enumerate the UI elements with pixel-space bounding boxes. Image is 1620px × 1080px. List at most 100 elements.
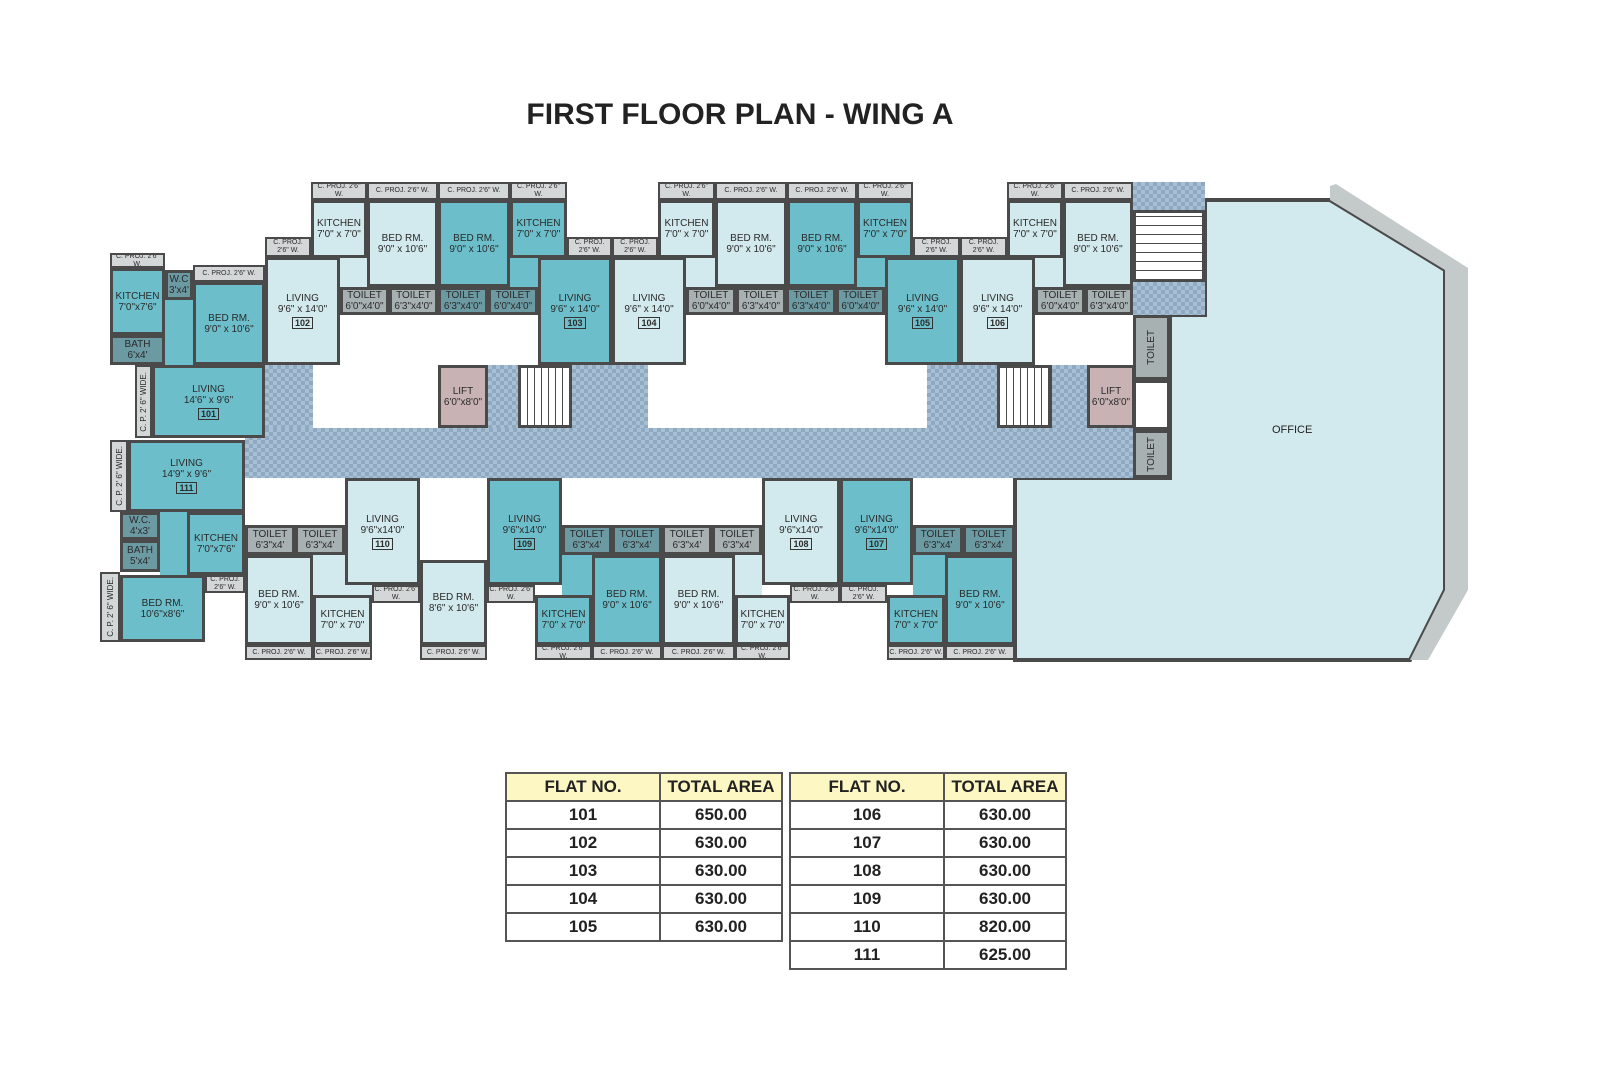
total-area: 820.00 [943,912,1067,942]
room-label: C. PROJ. 2'6" W. [1071,187,1125,194]
room-label: TOILET [347,290,382,301]
flat-no: 110 [789,912,945,942]
room-label: TOILET [569,529,605,540]
room-label: BED RM. [141,597,184,609]
passage [686,258,715,287]
room-label: C. PROJ. 2'6" W. [600,648,654,656]
room-size: 9'6" x 14'0" [897,304,948,315]
common-corridor [488,365,518,428]
plan-title: FIRST FLOOR PLAN - WING A [526,98,954,131]
room-label: TOILET [495,290,531,301]
room-label: BED RM. [959,589,1001,600]
room-label: C. PROJ. 2'6" W. [968,239,999,254]
room-bed-rm: BED RM.9'0" x 10'6" [945,555,1015,645]
room-c-proj-2-6-w: C. PROJ. 2'6" W. [245,645,313,660]
room-w-c: W.C.4'x3' [120,512,160,540]
flat-no: 108 [789,856,945,886]
room-label: C. PROJ. 2'6" W. [541,645,586,660]
flat-no: 101 [505,800,661,830]
room-size: 9'6" x 14'0" [624,304,674,315]
common-corridor [572,365,648,428]
room-size: 6'x4' [127,350,148,361]
passage [562,555,592,595]
room-label: BATH [127,545,153,556]
common-corridor [1133,282,1205,315]
flat-number-tag: 106 [986,317,1009,329]
flat-no: 111 [789,940,945,970]
room-label: C. PROJ. 2'6" W. [1013,183,1057,198]
room-size: 8'6" x 10'6" [428,602,479,614]
room-c-proj-2-6-w: C. PROJ. 2'6" W. [265,237,311,257]
room-c-proj-2-6-w: C. PROJ. 2'6" W. [913,237,960,257]
room-label: TOILET [719,529,755,540]
room-label: BED RM. [606,589,648,600]
room-c-proj-2-6-w: C. PROJ. 2'6" W. [787,182,857,200]
common-corridor [245,428,1135,478]
room-size: 6'3"x4' [622,540,652,551]
room-label: LIFT [1100,385,1122,397]
room-label: TOILET [445,290,481,301]
room-bed-rm: BED RM.8'6" x 10'6" [420,560,487,645]
room-size: 6'3"x4'0" [741,301,781,312]
room-size: 6'0"x8'0" [443,396,483,408]
flat-number-tag: 111 [176,482,197,494]
room-label: BED RM. [1077,232,1119,244]
room-size: 14'9" x 9'6" [161,469,212,480]
staircase [518,365,572,428]
room-bed-rm: BED RM.9'0" x 10'6" [245,555,313,645]
room-size: 9'0" x 10'6" [673,600,724,611]
room-label: BED RM. [677,589,720,600]
room-toilet: TOILET [1133,315,1170,380]
room-label: KITCHEN [1013,218,1057,229]
common-corridor [265,365,313,428]
room-c-p-2-6-wide: C. P. 2' 6" WIDE. [110,440,128,512]
room-label: TOILET [252,529,288,540]
room-size: 9'0" x 10'6" [449,243,499,255]
room-label: C. PROJ. 2'6" W. [795,187,849,194]
room-c-proj-2-6-w: C. PROJ. 2'6" W. [592,645,662,660]
room-c-proj-2-6-w: C. PROJ. 2'6" W. [857,182,913,200]
room-c-proj-2-6-w: C. PROJ. 2'6" W. [612,237,658,257]
flat-no: 106 [789,800,945,830]
room-size: 6'0"x4'0" [691,301,731,312]
room-c-p-2-6-wide: C. P. 2' 6" WIDE. [100,572,120,642]
room-size: 9'6" x 14'0" [277,304,328,315]
room-label: LIVING [286,293,319,304]
room-label: C. PROJ. 2'6" W. [489,586,533,601]
room-label: C. PROJ. 2'6" W. [574,239,605,254]
flat-no: 107 [789,828,945,858]
flat-number-tag: 104 [638,317,660,329]
staircase [997,365,1052,428]
room-c-proj-2-6-w: C. PROJ. 2'6" W. [945,645,1015,660]
passage [340,258,367,287]
header-flat-no: FLAT NO. [789,772,945,802]
room-label: KITCHEN [115,290,160,302]
room-size: 9'0" x 10'6" [955,600,1005,611]
room-size: 9'0" x 10'6" [204,323,254,335]
room-label: BED RM. [258,589,300,600]
room-label: TOILET [920,529,956,540]
room-bed-rm: BED RM.9'0" x 10'6" [715,200,787,287]
header-total-area: TOTAL AREA [943,772,1067,802]
